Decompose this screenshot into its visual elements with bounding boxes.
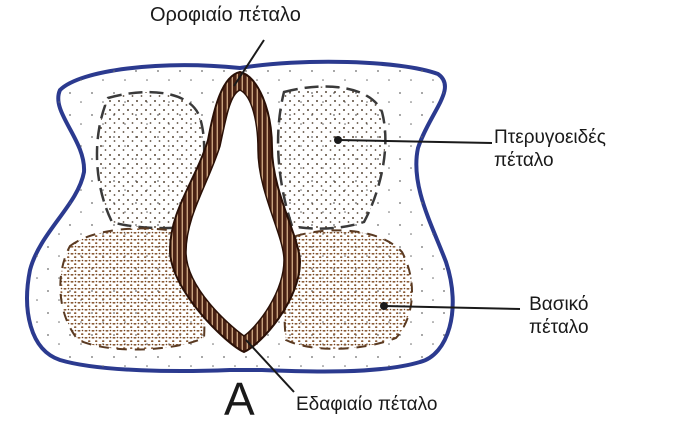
leader-dot-basal <box>380 302 388 310</box>
floor-plate-label: Εδαφιαίο πέταλο <box>296 393 437 416</box>
basal-plate-right <box>284 230 412 348</box>
alar-plate-label-line1: Πτερυγοειδές <box>494 126 606 149</box>
basal-plate-label-line2: πέταλο <box>529 316 589 339</box>
figure-letter: A <box>224 374 255 424</box>
alar-plate-label-line2: πέταλο <box>494 149 606 172</box>
alar-plate-right <box>278 86 385 228</box>
roof-plate-label: Οροφιαίο πέταλο <box>150 4 301 27</box>
basal-plate-label: Βασικό πέταλο <box>529 293 589 339</box>
alar-plate-label: Πτερυγοειδές πέταλο <box>494 126 606 172</box>
basal-plate-label-line1: Βασικό <box>529 293 589 316</box>
leader-dot-alar <box>334 136 342 144</box>
